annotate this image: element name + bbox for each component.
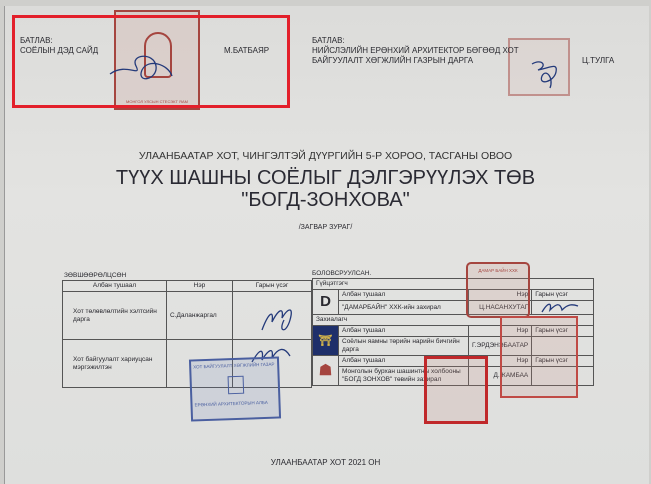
stamp-text: ЕРӨНХИЙ АРХИТЕКТОРЫН АЛБА <box>194 399 268 408</box>
signature <box>251 348 291 363</box>
stamp-text: МОНГОЛ УЛСЫН СТЕСЭКТ ЯАМ <box>126 99 188 104</box>
contractor-label: Гүйцэтгэгч <box>312 278 594 290</box>
location-line: УЛААНБААТАР ХОТ, ЧИНГЭЛТЭЙ ДҮҮРГИЙН 5-Р … <box>138 150 513 162</box>
cell-position: Монголын бурхан шашинтны холбооны "БОГД … <box>338 366 469 386</box>
approver-name-right: Ц.ТУЛГА <box>582 56 615 65</box>
prepared-label: БОЛОВСРУУЛСАН. <box>312 270 372 277</box>
col-header: Нэр <box>166 280 233 292</box>
approver-position-right-2: БАЙГУУЛАЛТ ХӨГЖЛИЙН ГАЗРЫН ДАРГА <box>312 56 474 65</box>
approver-name-left: М.БАТБАЯР <box>224 46 270 55</box>
stamp-text: ХОТ БАЙГУУЛАЛТ ХӨГЖЛИЙН ГАЗАР <box>193 361 275 370</box>
cell-position: "ДАМАРБАЙН" ХХК-ийн захирал <box>338 300 469 315</box>
ministry-stamp <box>500 316 578 398</box>
agreed-label: ЗӨВШӨӨРӨЛЦСӨН <box>64 272 127 279</box>
approve-label-right: БАТЛАВ: <box>312 36 345 45</box>
position-label: Албан тушаал <box>338 325 469 337</box>
table-row: Монголын бурхан шашинтны холбооны "БОГД … <box>313 366 594 386</box>
stamp-text: ДАМАР БАЙН ХХК <box>478 268 518 273</box>
ministry-stamp: МОНГОЛ УЛСЫН СТЕСЭКТ ЯАМ <box>114 10 200 110</box>
cell-position: Соёлын яамны төрийн нарийн бичгийн дарга <box>338 336 469 356</box>
approver-position-left: СОЁЛЫН ДЭД САЙД <box>20 46 99 55</box>
signature <box>109 55 173 80</box>
table-row: Хот байгуулалт хариуцсан мэргэжилтэн <box>62 339 312 388</box>
damarbain-stamp: ДАМАР БАЙН ХХК <box>466 262 530 318</box>
subtitle: /ЗАГВАР ЗУРАГ/ <box>298 224 353 231</box>
col-header: Албан тушаал <box>62 280 167 292</box>
position-label: Албан тушаал <box>338 289 469 301</box>
cell-position: Хот байгуулалт хариуцсан мэргэжилтэн <box>62 339 167 388</box>
architect-office-stamp: ХОТ БАЙГУУЛАЛТ ХӨГЖЛИЙН ГАЗАР ЕРӨНХИЙ АР… <box>188 356 282 422</box>
approver-position-right-1: НИЙСЛЭЛИЙН ЕРӨНХИЙ АРХИТЕКТОР БӨГӨӨД ХОТ <box>312 46 519 55</box>
approve-label-left: БАТЛАВ: <box>20 36 53 45</box>
cell-name: С.Даланжаргал <box>166 291 233 340</box>
bogd-zonkhov-logo: ☗ <box>318 361 333 379</box>
col-header: Гарын үсэг <box>232 280 312 292</box>
signature <box>531 61 557 89</box>
title-line-2: "БОГД-ЗОНХОВА" <box>241 189 410 211</box>
signature <box>541 303 579 313</box>
damarbain-logo: D <box>320 293 331 310</box>
title-line-1: ТҮҮХ ШАШНЫ СОЁЛЫГ ДЭЛГЭРҮҮЛЭХ ТӨВ <box>115 167 536 189</box>
footer-text: УЛААНБААТАР ХОТ 2021 ОН <box>270 458 381 467</box>
cell-name <box>166 339 233 388</box>
monastery-stamp <box>424 356 488 424</box>
cell-position: Хот төлөвлөлтийн хэлтсийн дарга <box>62 291 167 340</box>
highlight-box <box>12 15 290 108</box>
document-page <box>4 6 649 484</box>
signature <box>261 309 292 331</box>
signature-label: Гарын үсэг <box>531 289 594 301</box>
ministry-logo: ⛩ <box>318 334 333 347</box>
architect-stamp <box>508 38 570 96</box>
